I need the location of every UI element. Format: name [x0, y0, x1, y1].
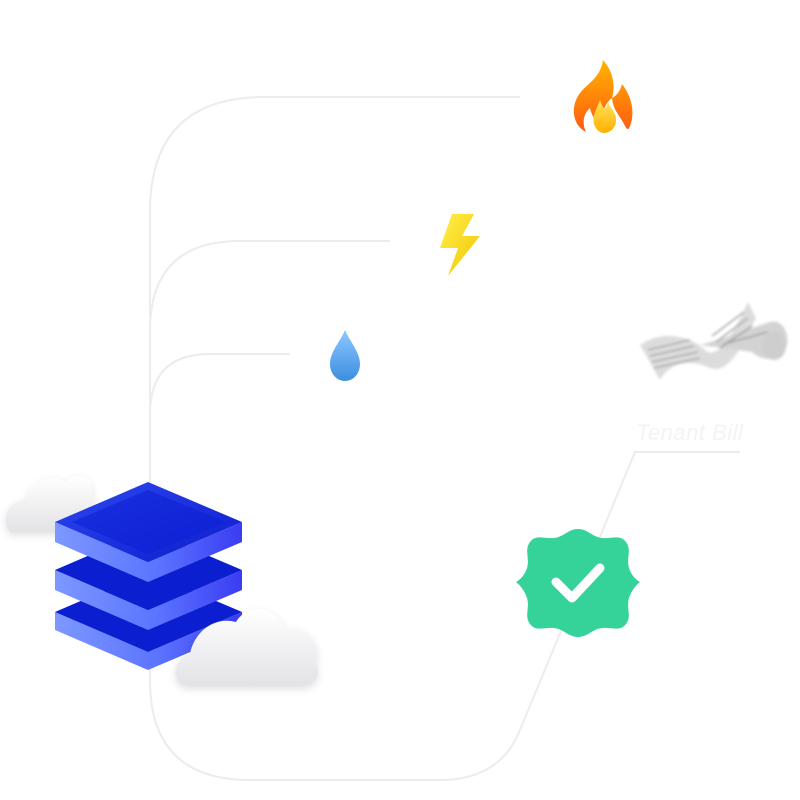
connector-bottom — [149, 451, 740, 781]
lightning-bolt-icon — [440, 214, 480, 276]
checkmark-icon — [551, 563, 605, 603]
verified-badge-icon — [516, 529, 640, 637]
tenant-bill-label: Tenant Bill — [636, 420, 744, 445]
receipt-paper-icon — [640, 302, 788, 380]
water-drop-icon — [330, 330, 360, 381]
cloud-icon — [175, 609, 319, 686]
connector-to-bolt — [149, 240, 390, 332]
fire-icon — [573, 60, 633, 133]
connector-to-drop — [149, 353, 290, 415]
connector-to-fire — [149, 96, 520, 520]
database-stack-icon — [55, 482, 242, 670]
connector-lines — [149, 96, 740, 781]
